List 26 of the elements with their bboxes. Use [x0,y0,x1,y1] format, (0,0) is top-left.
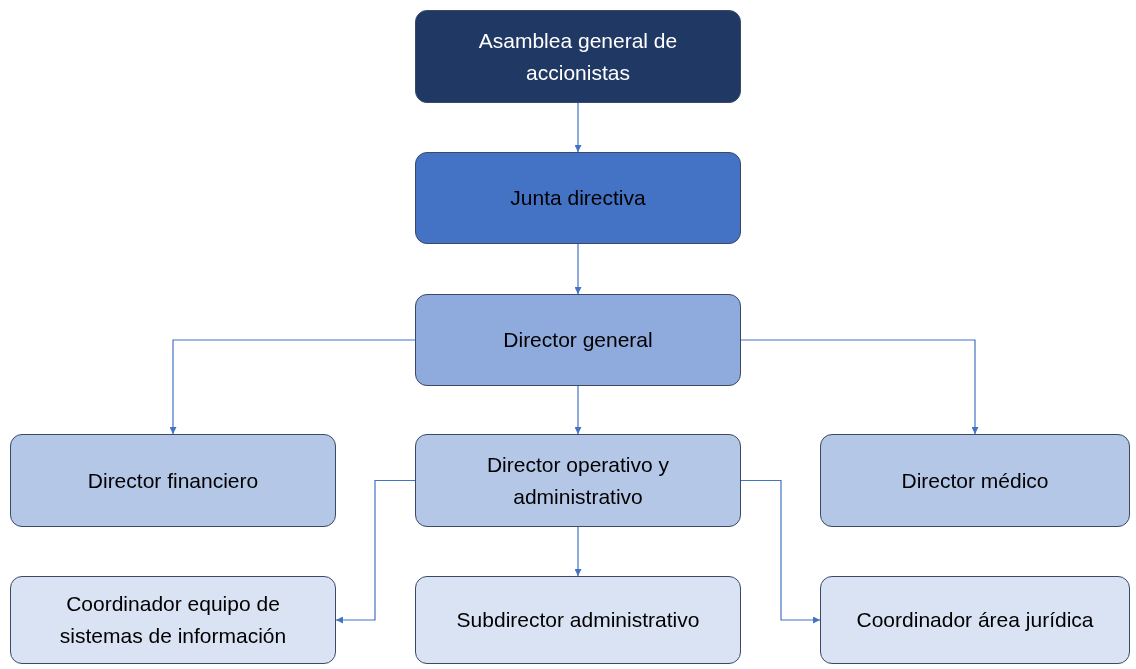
arrow [740,479,821,624]
box-label: Coordinador equipo de sistemas de información [58,591,288,649]
org-box [415,10,741,103]
arrow [335,479,416,624]
box-label: Junta directiva [510,185,646,211]
org-box [10,576,336,664]
arrow [574,385,582,435]
arrow [169,339,416,435]
box-label: Subdirector administrativo [456,607,700,633]
org-box [820,576,1130,664]
box-label: Director financiero [87,467,259,494]
org-box [415,434,741,527]
box-label: Asamblea general de accionistas [477,27,679,86]
org-box [415,576,741,664]
org-box [415,294,741,386]
box-label: Director general [503,327,653,353]
arrow [574,526,582,577]
box-label: Coordinador área jurídica [856,607,1094,633]
arrow [574,243,582,295]
org-box [415,152,741,244]
arrow [574,102,582,153]
org-box [10,434,336,527]
box-label: Director operativo y administrativo [485,451,671,510]
box-label: Director médico [901,467,1049,494]
arrow [740,339,979,435]
org-box [820,434,1130,527]
